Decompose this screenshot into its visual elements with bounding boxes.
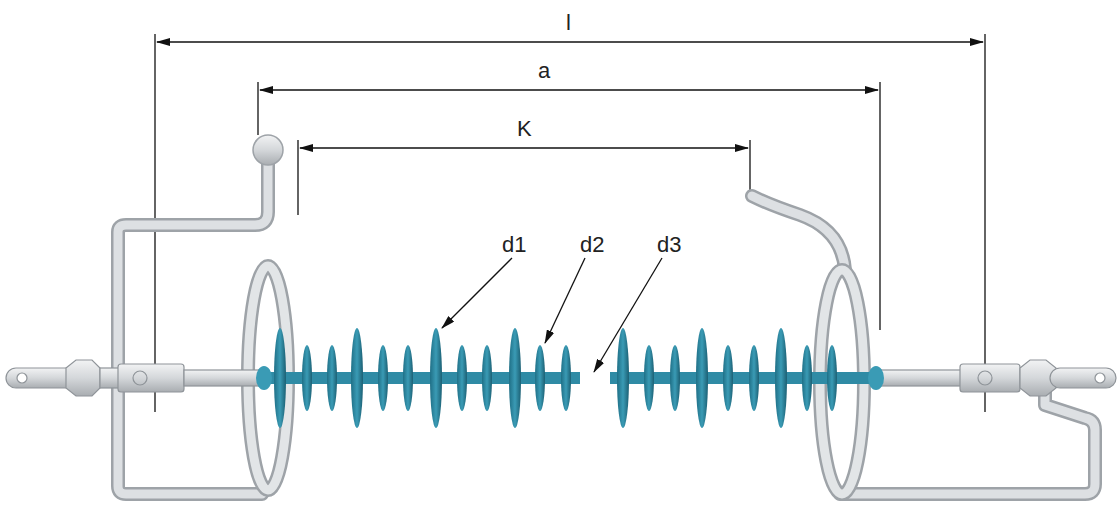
arcing-horn-right bbox=[752, 196, 1095, 494]
leader-lines bbox=[442, 258, 662, 372]
dimension-label: l bbox=[564, 12, 573, 34]
composite-insulator bbox=[256, 328, 884, 428]
callout-label: d1 bbox=[500, 234, 528, 256]
arcing-horn-left bbox=[118, 160, 288, 494]
dimension-label: a bbox=[536, 60, 552, 82]
callout-label: d2 bbox=[578, 234, 606, 256]
dimension-label: K bbox=[515, 118, 534, 140]
callout-label: d3 bbox=[655, 234, 683, 256]
